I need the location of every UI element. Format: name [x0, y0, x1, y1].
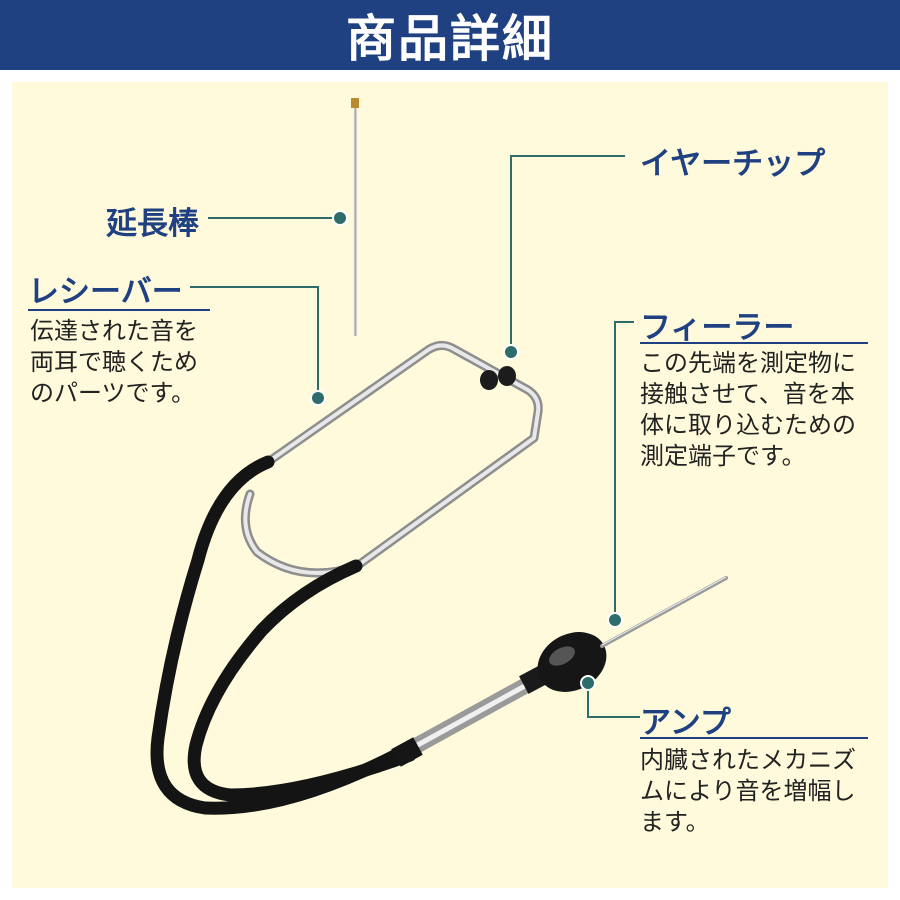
eartip-label: イヤーチップ — [640, 146, 826, 182]
ear-tips-image — [480, 366, 516, 390]
binaural-frame-image — [240, 340, 543, 578]
amp-description: 内臓されたメカニズ ムにより音を増幅し ます。 — [640, 745, 856, 838]
feeler-leader-line — [614, 321, 634, 620]
joint-tube-image — [391, 674, 536, 767]
receiver-desc-line: 伝達された音を — [30, 317, 198, 345]
feeler-desc-line: 体に取り込むための — [640, 411, 856, 439]
receiver-desc-line: 両耳で聴くため — [30, 348, 198, 376]
feeler-description: この先端を測定物に 接触させて、音を本 体に取り込むための 測定端子です。 — [640, 348, 856, 472]
receiver-label: レシーバー — [28, 274, 183, 310]
amp-label: アンプ — [640, 705, 731, 741]
feeler-label: フィーラー — [640, 310, 795, 346]
extension-dot — [332, 210, 348, 226]
amp-desc-line: 内臓されたメカニズ — [640, 746, 856, 774]
receiver-description: 伝達された音を 両耳で聴くため のパーツです。 — [30, 316, 198, 409]
amp-head-image — [519, 632, 607, 694]
extension-rod-image — [351, 98, 359, 336]
feeler-probe-image — [600, 576, 728, 648]
receiver-dot — [310, 390, 326, 406]
amp-dot — [580, 675, 596, 691]
feeler-dot — [607, 612, 623, 628]
amp-leader-line — [587, 683, 640, 718]
extension-label: 延長棒 — [106, 206, 199, 242]
amp-desc-line: ムにより音を増幅し — [640, 777, 856, 805]
receiver-desc-line: のパーツです。 — [30, 379, 196, 407]
header-banner: 商品詳細 — [0, 0, 900, 70]
eartip-leader-line — [510, 155, 625, 352]
feeler-desc-line: この先端を測定物に — [640, 349, 856, 377]
amp-desc-line: ます。 — [640, 808, 710, 836]
tubes-image — [150, 455, 417, 815]
feeler-desc-line: 測定端子です。 — [640, 442, 806, 470]
eartip-dot — [503, 344, 519, 360]
page-title: 商品詳細 — [346, 10, 554, 68]
feeler-desc-line: 接触させて、音を本 — [640, 380, 855, 408]
receiver-leader-line — [190, 286, 319, 398]
